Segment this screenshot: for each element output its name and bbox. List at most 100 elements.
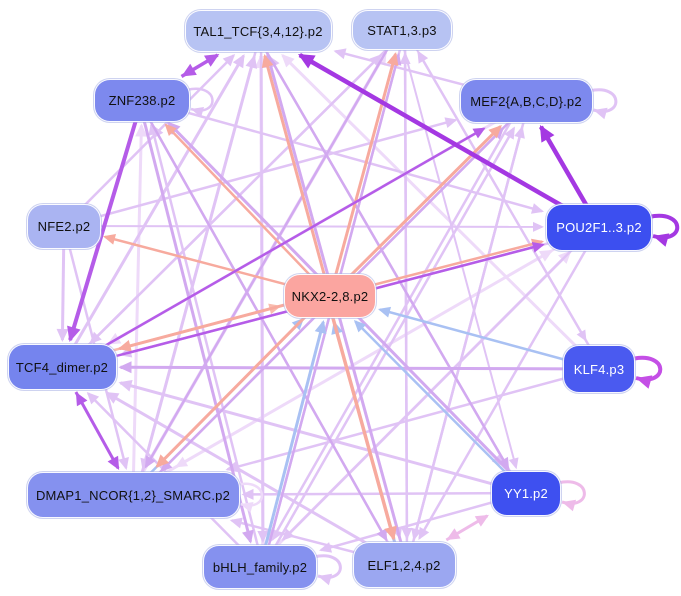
node-tal1[interactable]: TAL1_TCF{3,4,12}.p2 (184, 10, 332, 52)
node-stat1[interactable]: STAT1,3.p3 (352, 10, 452, 50)
edge-arrowhead (472, 127, 486, 139)
node-label: POU2F1..3.p2 (556, 219, 642, 235)
edge-arrowhead (281, 54, 295, 68)
node-label: STAT1,3.p3 (367, 22, 437, 38)
edge-nkx2-tal1 (263, 55, 332, 297)
edge-arrowhead (498, 456, 510, 471)
edge-arrowhead (474, 514, 489, 527)
edge-arrowhead (384, 525, 397, 541)
edge-arrowhead (314, 320, 327, 335)
edge-pou2f1-bhlh (282, 223, 598, 541)
edge-arrowhead (401, 527, 413, 540)
node-label: TCF4_dimer.p2 (15, 359, 109, 375)
edge-stat1-elf1 (403, 29, 409, 538)
edge-arrowhead (222, 54, 236, 67)
edge-arrowhead (241, 488, 254, 500)
node-mef2[interactable]: MEF2{A,B,C,D}.p2 (459, 79, 593, 123)
node-bhlh[interactable]: bHLH_family.p2 (203, 545, 317, 589)
edge-arrowhead (240, 501, 254, 513)
edge-tcf4-mef2 (62, 127, 485, 371)
edge-arrowhead (191, 106, 205, 118)
node-elf1[interactable]: ELF1,2,4.p2 (352, 542, 456, 588)
edge-nfe2-pou2f1 (63, 225, 543, 228)
edge-arrowhead (86, 392, 100, 405)
edge-nkx2-elf1 (325, 296, 396, 540)
self-loop-pou2f1 (648, 213, 680, 240)
self-loop-bhlh (313, 554, 342, 579)
edge-arrowhead (593, 107, 608, 120)
edge-arrowhead (56, 328, 69, 342)
edge-arrowhead (508, 457, 519, 470)
self-loop-yy1 (557, 480, 586, 505)
edge-arrowhead (411, 527, 422, 541)
node-label: NKX2-2,8.p2 (291, 288, 369, 304)
edge-arrowhead (103, 233, 117, 245)
node-nkx2[interactable]: NKX2-2,8.p2 (284, 274, 376, 318)
edge-arrowhead (155, 454, 170, 468)
edge-arrowhead (653, 233, 670, 247)
edge-arrowhead (281, 528, 295, 541)
edge-znf238-pou2f1 (141, 98, 543, 213)
edge-arrowhead (257, 530, 269, 543)
edge-arrowhead (67, 325, 81, 342)
edge-nkx2-dmap1 (155, 292, 329, 468)
edge-klf4-dmap1 (227, 367, 600, 471)
node-yy1[interactable]: YY1.p2 (491, 470, 561, 516)
edge-arrowhead (118, 379, 133, 392)
edge-arrowhead (135, 123, 148, 137)
edge-arrowhead (386, 52, 399, 67)
node-tcf4[interactable]: TCF4_dimer.p2 (7, 344, 117, 390)
edge-arrowhead (636, 375, 653, 389)
edge-klf4-nkx2 (379, 308, 600, 371)
edge-arrowhead (446, 528, 461, 540)
edge-nkx2-stat1 (328, 53, 397, 297)
node-label: ZNF238.p2 (108, 92, 176, 108)
edge-arrowhead (418, 526, 430, 540)
self-loop-klf4 (631, 355, 663, 382)
node-label: TAL1_TCF{3,4,12}.p2 (193, 23, 323, 39)
edge-dmap1-znf238 (131, 125, 143, 496)
edge-yy1-tcf4 (120, 381, 527, 495)
edge-arrowhead (376, 528, 388, 542)
node-label: bHLH_family.p2 (212, 559, 308, 575)
edge-pou2f1-elf1 (418, 226, 601, 539)
edge-stat1-dmap1 (144, 27, 401, 468)
edge-arrowhead (298, 54, 316, 69)
edge-arrowhead (576, 329, 587, 342)
edge-tcf4-tal1 (60, 54, 245, 368)
edge-tcf4-dmap1 (74, 391, 120, 469)
edge-arrowhead (271, 528, 282, 542)
edge-arrowhead (562, 499, 577, 512)
edge-yy1-nkx2 (354, 320, 527, 494)
edge-arrowhead (504, 126, 515, 140)
edge-tal1-yy1 (254, 31, 510, 469)
edge-arrowhead (203, 54, 220, 67)
node-znf238[interactable]: ZNF238.p2 (94, 78, 190, 122)
edge-arrowhead (118, 361, 132, 374)
edge-arrowhead (118, 457, 129, 470)
edge-dmap1-pou2f1 (130, 249, 553, 494)
edge-nfe2-mef2 (63, 118, 456, 228)
node-label: YY1.p2 (504, 485, 548, 501)
edge-arrowhead (242, 529, 254, 544)
node-label: DMAP1_NCOR{1,2}_SMARC.p2 (35, 487, 231, 503)
edge-stat1-klf4 (403, 27, 587, 341)
edge-stat1-yy1 (398, 30, 517, 468)
edge-arrowhead (105, 392, 120, 404)
node-pou2f1[interactable]: POU2F1..3.p2 (546, 203, 652, 251)
node-dmap1[interactable]: DMAP1_NCOR{1,2}_SMARC.p2 (26, 472, 240, 518)
edge-arrowhead (229, 517, 243, 529)
edge-arrowhead (488, 125, 502, 139)
edge-arrowhead (181, 63, 197, 77)
edge-klf4-tcf4 (120, 365, 600, 371)
node-klf4[interactable]: KLF4.p3 (563, 345, 635, 393)
edge-arrowhead (117, 340, 132, 352)
edge-nkx2-mef2 (328, 125, 502, 298)
edge-arrowhead (353, 320, 367, 333)
node-nfe2[interactable]: NFE2.p2 (27, 203, 101, 249)
node-label: ELF1,2,4.p2 (367, 557, 441, 573)
edge-arrowhead (333, 48, 347, 60)
edge-arrowhead (532, 221, 544, 232)
edge-yy1-dmap1 (243, 491, 527, 496)
